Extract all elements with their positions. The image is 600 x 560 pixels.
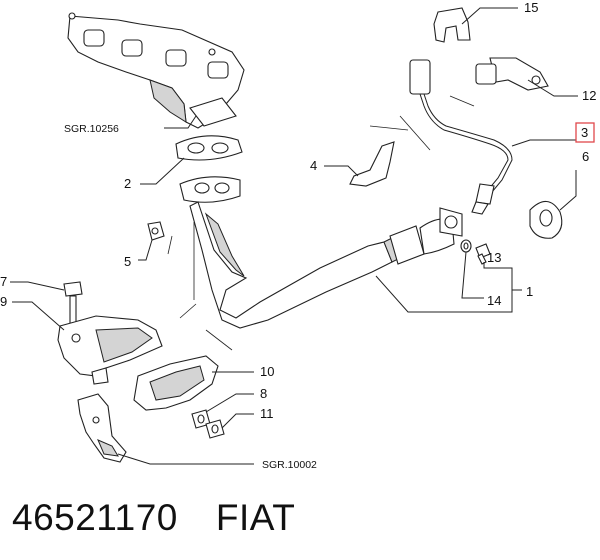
brand-name: FIAT	[215, 497, 296, 538]
callout-8: 8	[260, 386, 267, 401]
sensor-bracket-12	[475, 57, 549, 91]
nut-5	[147, 221, 165, 241]
callout-13: 13	[487, 250, 501, 265]
heat-shield-bracket-4	[349, 141, 395, 187]
callout-3-highlight-box	[575, 122, 595, 143]
callout-12: 12	[582, 88, 596, 103]
part-caption: 46521170 FIAT	[12, 492, 295, 544]
callout-1: 1	[526, 284, 533, 299]
nut-11	[205, 419, 225, 439]
callout-14: 14	[487, 293, 501, 308]
callout-4: 4	[310, 158, 317, 173]
rubber-mount-10	[133, 355, 219, 411]
lower-bracket	[77, 393, 127, 463]
parts-diagram: SGR.10256 2 5 4	[0, 0, 596, 471]
exhaust-manifold	[67, 12, 245, 129]
callout-7: 7	[0, 274, 7, 289]
callout-10: 10	[260, 364, 274, 379]
flange-gasket-6	[529, 200, 563, 239]
mounting-bracket-9	[57, 315, 163, 385]
front-exhaust-pipe	[179, 176, 463, 329]
callout-9: 9	[0, 294, 7, 309]
part-number: 46521170	[12, 497, 178, 538]
spacer-8	[191, 409, 211, 429]
callout-2: 2	[124, 176, 131, 191]
callout-3: 3	[581, 125, 588, 140]
washer-14	[460, 239, 472, 253]
callout-11: 11	[260, 406, 274, 421]
manifold-reference: SGR.10256	[64, 123, 119, 135]
callout-6: 6	[582, 149, 589, 164]
callout-5: 5	[124, 254, 131, 269]
clip-15	[433, 7, 471, 43]
manifold-gasket	[175, 135, 243, 161]
oxygen-sensor-3	[409, 59, 513, 215]
bolt-7	[63, 281, 83, 325]
bolt-13	[475, 243, 491, 265]
bracket-reference: SGR.10002	[262, 459, 317, 471]
callout-15: 15	[524, 0, 538, 15]
